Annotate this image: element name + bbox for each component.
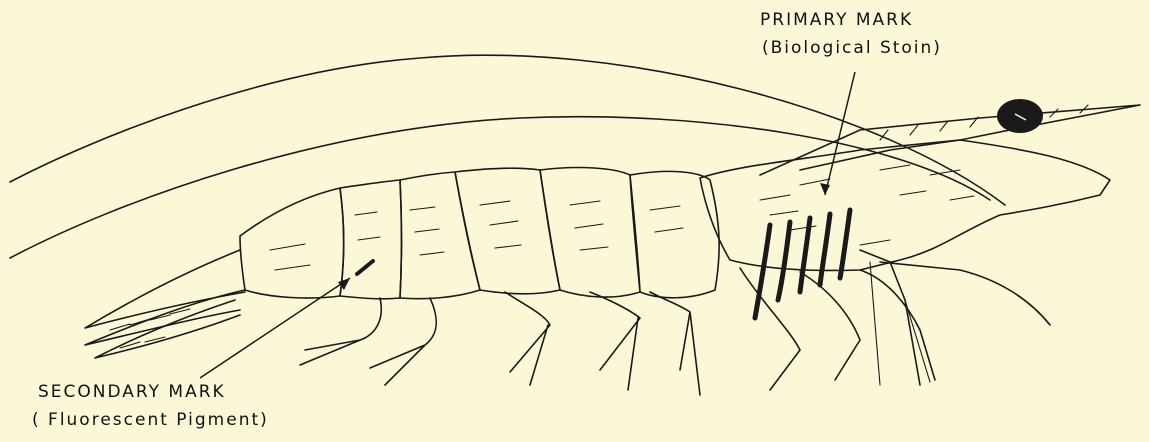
secondary-mark-subtitle: ( Fluorescent Pigment) xyxy=(32,410,269,430)
rostrum xyxy=(760,105,1140,175)
primary-mark-subtitle: (Biological Stoin) xyxy=(762,38,942,58)
walking-leg-3 xyxy=(860,270,935,380)
primary-mark-title: PRIMARY MARK xyxy=(760,10,913,30)
secondary-pigment-mark xyxy=(357,261,373,274)
secondary-leader-line xyxy=(200,278,350,378)
pleopod-3 xyxy=(505,292,550,385)
pleopod-4 xyxy=(590,292,640,390)
walking-leg-5 xyxy=(860,250,920,385)
abdominal-segment-2 xyxy=(540,168,640,298)
abdominal-segment-5 xyxy=(340,180,402,299)
abdominal-segment-6 xyxy=(240,188,344,298)
pleopod-5 xyxy=(650,292,700,395)
carapace xyxy=(700,140,1110,271)
pleopod-2 xyxy=(370,298,436,385)
walking-leg-1 xyxy=(740,268,800,390)
walking-leg-2 xyxy=(800,272,860,380)
secondary-mark-title: SECONDARY MARK xyxy=(38,382,226,402)
antenna-upper xyxy=(10,55,1005,205)
abdominal-segment-3 xyxy=(455,168,560,294)
walking-leg-4 xyxy=(880,262,1050,325)
pleopod-1 xyxy=(300,298,381,365)
abdominal-segment-1 xyxy=(630,171,719,297)
